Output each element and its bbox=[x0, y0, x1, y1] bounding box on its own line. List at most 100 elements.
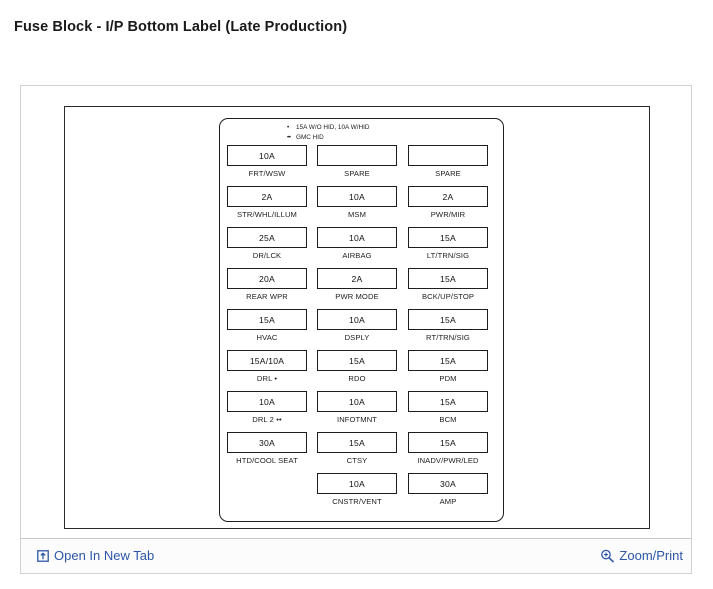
fuse-label: LT/TRN/SIG bbox=[426, 250, 470, 260]
fuse-rating bbox=[408, 145, 488, 166]
fuse-cell: 10A CNSTR/VENT bbox=[317, 473, 397, 506]
fuse-rating: 10A bbox=[227, 391, 307, 412]
fuse-row: 15A/10A DRL • 15A RDO 15A PDM bbox=[220, 350, 505, 391]
fuse-cell: 10A DSPLY bbox=[317, 309, 397, 342]
fuse-label: DR/LCK bbox=[252, 250, 282, 260]
fuse-cell: 30A AMP bbox=[408, 473, 488, 506]
fuse-cell: 10A INFOTMNT bbox=[317, 391, 397, 424]
fuse-label: DRL • bbox=[256, 373, 278, 383]
legend-item-text: GMC HID bbox=[296, 133, 324, 141]
fuse-row: 2A STR/WHL/ILLUM 10A MSM 2A PWR/MIR bbox=[220, 186, 505, 227]
fuse-cell: 10A MSM bbox=[317, 186, 397, 219]
fuse-cell: 15A PDM bbox=[408, 350, 488, 383]
fuse-rating: 15A bbox=[317, 432, 397, 453]
fuse-rating: 10A bbox=[317, 186, 397, 207]
fuse-label: BCM bbox=[439, 414, 457, 424]
fuse-cell: 15A CTSY bbox=[317, 432, 397, 465]
zoom-print-button[interactable]: Zoom/Print bbox=[600, 548, 683, 563]
fuse-rating: 15A bbox=[408, 432, 488, 453]
fuse-label: STR/WHL/ILLUM bbox=[237, 209, 297, 219]
fuse-row: 20A REAR WPR 2A PWR MODE 15A BCK/UP/STOP bbox=[220, 268, 505, 309]
legend-item: •• GMC HID bbox=[287, 133, 370, 143]
fuse-cell: 15A HVAC bbox=[227, 309, 307, 342]
legend-bullet-marker: • bbox=[287, 124, 289, 131]
fuse-cell: 2A PWR MODE bbox=[317, 268, 397, 301]
fuse-rating: 30A bbox=[408, 473, 488, 494]
fuse-rating bbox=[317, 145, 397, 166]
fuse-cell: 10A AIRBAG bbox=[317, 227, 397, 260]
fuse-cell: 15A LT/TRN/SIG bbox=[408, 227, 488, 260]
fuse-label: CNSTR/VENT bbox=[332, 496, 382, 506]
legend: • 15A W/O HID, 10A W/HID •• GMC HID bbox=[287, 123, 370, 142]
fuse-row: 30A HTD/COOL SEAT 15A CTSY 15A INADV/PWR… bbox=[220, 432, 505, 473]
legend-bullet-marker: •• bbox=[287, 133, 291, 141]
fuse-label: AIRBAG bbox=[342, 250, 372, 260]
fuse-row: 15A HVAC 10A DSPLY 15A RT/TRN/SIG bbox=[220, 309, 505, 350]
page-title: Fuse Block - I/P Bottom Label (Late Prod… bbox=[14, 19, 348, 35]
fuse-label: REAR WPR bbox=[246, 291, 288, 301]
fuse-label: SPARE bbox=[435, 168, 461, 178]
image-viewer-panel: • 15A W/O HID, 10A W/HID •• GMC HID 10A FR… bbox=[20, 85, 692, 574]
fuse-cell: 15A INADV/PWR/LED bbox=[408, 432, 488, 465]
fuse-cell-empty bbox=[227, 473, 307, 497]
fuse-rating: 10A bbox=[317, 391, 397, 412]
fuse-cell: 15A BCK/UP/STOP bbox=[408, 268, 488, 301]
fuse-label: RDO bbox=[348, 373, 366, 383]
fuse-label: HVAC bbox=[256, 332, 278, 342]
fuse-cell: 15A RT/TRN/SIG bbox=[408, 309, 488, 342]
fuse-rating: 15A bbox=[408, 350, 488, 371]
fuse-label: DSPLY bbox=[344, 332, 370, 342]
fuse-rating: 10A bbox=[317, 473, 397, 494]
fuse-label: HTD/COOL SEAT bbox=[236, 455, 298, 465]
fuse-label: PWR/MIR bbox=[430, 209, 466, 219]
fuse-rating: 2A bbox=[408, 186, 488, 207]
fuse-label: INFOTMNT bbox=[336, 414, 378, 424]
fuse-rating: 15A bbox=[408, 309, 488, 330]
fuse-grid: 10A FRT/WSW SPARE SPARE 2A ST bbox=[220, 145, 505, 514]
fuse-rating: 10A bbox=[317, 227, 397, 248]
fuse-cell: 15A BCM bbox=[408, 391, 488, 424]
fuse-row: 10A CNSTR/VENT 30A AMP bbox=[220, 473, 505, 514]
fuse-row: 10A DRL 2 •• 10A INFOTMNT 15A BCM bbox=[220, 391, 505, 432]
legend-item: • 15A W/O HID, 10A W/HID bbox=[287, 123, 370, 133]
fuse-cell: SPARE bbox=[317, 145, 397, 178]
fuse-rating: 30A bbox=[227, 432, 307, 453]
fuse-cell: 10A FRT/WSW bbox=[227, 145, 307, 178]
fuse-rating: 15A bbox=[408, 268, 488, 289]
viewer-footer-bar: Open In New Tab Zoom/Print bbox=[20, 538, 692, 574]
fuse-label: INADV/PWR/LED bbox=[417, 455, 479, 465]
fuse-label: CTSY bbox=[346, 455, 368, 465]
fuse-block-diagram: • 15A W/O HID, 10A W/HID •• GMC HID 10A FR… bbox=[219, 118, 504, 522]
fuse-label: DRL 2 •• bbox=[252, 414, 282, 424]
fuse-rating: 2A bbox=[227, 186, 307, 207]
fuse-row: 25A DR/LCK 10A AIRBAG 15A LT/TRN/SIG bbox=[220, 227, 505, 268]
fuse-cell: 2A PWR/MIR bbox=[408, 186, 488, 219]
fuse-cell: 15A/10A DRL • bbox=[227, 350, 307, 383]
fuse-cell: 2A STR/WHL/ILLUM bbox=[227, 186, 307, 219]
open-in-new-tab-button[interactable]: Open In New Tab bbox=[37, 548, 154, 563]
open-in-new-tab-icon bbox=[37, 549, 49, 562]
fuse-rating: 10A bbox=[227, 145, 307, 166]
fuse-cell: 20A REAR WPR bbox=[227, 268, 307, 301]
fuse-cell: 25A DR/LCK bbox=[227, 227, 307, 260]
fuse-label: PWR MODE bbox=[335, 291, 379, 301]
fuse-cell: 30A HTD/COOL SEAT bbox=[227, 432, 307, 465]
fuse-label: FRT/WSW bbox=[248, 168, 286, 178]
fuse-cell: SPARE bbox=[408, 145, 488, 178]
legend-item-text: 15A W/O HID, 10A W/HID bbox=[296, 124, 370, 131]
fuse-label: MSM bbox=[347, 209, 367, 219]
fuse-rating: 20A bbox=[227, 268, 307, 289]
magnifier-plus-icon bbox=[600, 549, 615, 563]
fuse-rating: 15A bbox=[317, 350, 397, 371]
fuse-rating: 10A bbox=[317, 309, 397, 330]
zoom-print-label: Zoom/Print bbox=[619, 548, 683, 563]
fuse-rating: 15A/10A bbox=[227, 350, 307, 371]
fuse-label: SPARE bbox=[344, 168, 370, 178]
fuse-label: PDM bbox=[439, 373, 457, 383]
fuse-label: BCK/UP/STOP bbox=[421, 291, 475, 301]
fuse-cell: 10A DRL 2 •• bbox=[227, 391, 307, 424]
fuse-rating: 15A bbox=[227, 309, 307, 330]
fuse-rating: 2A bbox=[317, 268, 397, 289]
open-in-new-tab-label: Open In New Tab bbox=[54, 548, 155, 563]
fuse-rating: 25A bbox=[227, 227, 307, 248]
